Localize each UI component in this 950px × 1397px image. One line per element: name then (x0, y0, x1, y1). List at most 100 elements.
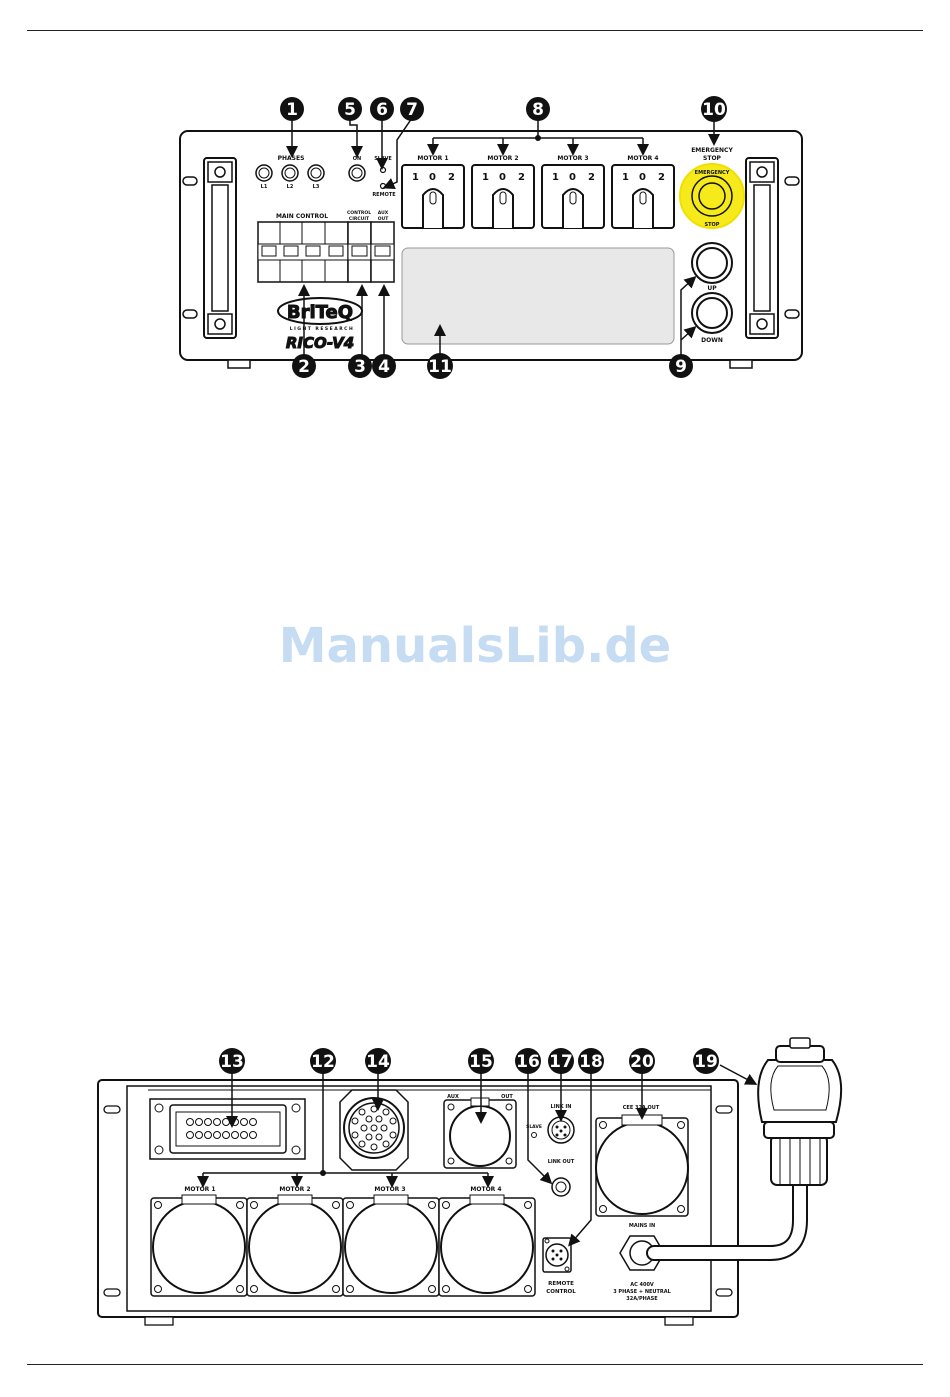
callout-11: 11 (427, 353, 453, 379)
multipin-connector[interactable] (149, 1098, 306, 1160)
ac-label-3: 32A/PHASE (626, 1296, 658, 1302)
model-name: RICO-V4 (286, 334, 354, 352)
control-circuit-label-1: CONTROL (347, 210, 371, 216)
remote-control-connector[interactable] (542, 1237, 572, 1273)
on-label: ON (353, 156, 361, 162)
out-label: OUT (501, 1094, 513, 1100)
estop-ring-top: EMERGENCY (695, 170, 730, 176)
remote-label-2: CONTROL (546, 1289, 576, 1295)
remote-led (379, 182, 387, 190)
rear-motor-3-label: MOTOR 3 (374, 1186, 405, 1193)
callout-7: 7 (400, 97, 424, 121)
rear-motor-4-label: MOTOR 4 (470, 1186, 501, 1193)
callout-10: 10 (701, 96, 727, 122)
callout-12-text: 12 (311, 1052, 335, 1072)
cee-mains-plug (757, 1037, 843, 1186)
estop-ring-bottom: STOP (705, 222, 720, 228)
rear-leader-lines (197, 1064, 758, 1247)
callout-7-text: 7 (406, 100, 418, 120)
motor-2-selector-switch[interactable] (471, 164, 535, 229)
main-control-label: MAIN CONTROL (276, 213, 328, 220)
phase-l1-label: L1 (261, 184, 268, 190)
motor-1-label: MOTOR 1 (417, 155, 448, 162)
m2-pos-1: 1 (482, 172, 489, 183)
callout-6: 6 (370, 97, 394, 121)
callout-19: 19 (693, 1048, 719, 1074)
m4-pos-0: 0 (639, 172, 646, 183)
callout-10-text: 10 (702, 100, 726, 120)
brand-name: BriTeQ (287, 302, 353, 323)
m1-pos-1: 1 (412, 172, 419, 183)
motor-2-label: MOTOR 2 (487, 155, 518, 162)
callout-16: 16 (515, 1048, 541, 1074)
callout-1: 1 (280, 97, 304, 121)
callout-18: 18 (578, 1048, 604, 1074)
phase-indicator-l1 (255, 164, 273, 182)
callout-4-text: 4 (378, 357, 390, 377)
emergency-stop-button[interactable]: EMERGENCY STOP (679, 163, 745, 229)
motor-3-output-socket[interactable] (342, 1194, 440, 1297)
callout-13-text: 13 (220, 1052, 244, 1072)
motor-3-selector-switch[interactable] (541, 164, 605, 229)
m1-pos-0: 0 (429, 172, 436, 183)
callout-3: 3 (348, 354, 372, 378)
emergency-label-2: STOP (703, 155, 722, 162)
link-out-connector[interactable] (551, 1177, 571, 1197)
remote-label: REMOTE (372, 192, 396, 198)
m3-pos-1: 1 (552, 172, 559, 183)
label-area (401, 247, 675, 345)
ac-label-2: 3 PHASE + NEUTRAL (613, 1289, 671, 1295)
callout-5: 5 (338, 97, 362, 121)
callout-9: 9 (669, 354, 693, 378)
callout-15-text: 15 (469, 1052, 493, 1072)
mains-in-label: MAINS IN (629, 1223, 655, 1229)
up-button[interactable] (691, 242, 733, 284)
motor-4-output-socket[interactable] (438, 1194, 536, 1297)
top-rule (27, 30, 923, 31)
callout-4: 4 (372, 354, 396, 378)
left-handle[interactable] (203, 157, 237, 339)
motor-4-selector-switch[interactable] (611, 164, 675, 229)
phase-l3-label: L3 (313, 184, 320, 190)
m3-pos-0: 0 (569, 172, 576, 183)
main-control-breaker[interactable] (257, 221, 349, 283)
rear-panel: AUX OUT LINK IN SLAVE LINK OUT (97, 1037, 843, 1326)
on-indicator (348, 164, 366, 182)
aux-out-label-2: OUT (378, 216, 389, 222)
brand-subtitle: LIGHT RESEARCH (290, 326, 355, 332)
link-in-connector[interactable] (547, 1116, 575, 1144)
phase-indicator-l3 (307, 164, 325, 182)
aux-label: AUX (447, 1094, 459, 1100)
motor-2-output-socket[interactable] (246, 1194, 344, 1297)
aux-out-socket[interactable] (443, 1097, 517, 1169)
callout-17-text: 17 (549, 1052, 573, 1072)
callout-13: 13 (219, 1048, 245, 1074)
control-circuit-breaker[interactable] (347, 221, 372, 283)
motor-1-selector-switch[interactable] (401, 164, 465, 229)
control-circuit-label-2: CIRCUIT (349, 216, 370, 222)
phases-label: PHASES (278, 155, 305, 162)
callout-2: 2 (292, 354, 316, 378)
rear-slave-label: SLAVE (526, 1124, 542, 1130)
m1-pos-2: 2 (448, 172, 455, 183)
motor-1-output-socket[interactable] (150, 1194, 248, 1297)
mains-in-gland (619, 1235, 665, 1271)
cee-32a-out-socket[interactable] (595, 1114, 689, 1217)
socapex-connector[interactable] (339, 1089, 409, 1171)
callout-9-text: 9 (675, 357, 687, 377)
m3-pos-2: 2 (588, 172, 595, 183)
link-out-label: LINK OUT (548, 1159, 575, 1165)
phase-indicator-l2 (281, 164, 299, 182)
phase-l2-label: L2 (287, 184, 294, 190)
up-label: UP (707, 285, 717, 292)
slave-label: SLAVE (374, 156, 392, 162)
aux-out-breaker[interactable] (370, 221, 395, 283)
callout-16-text: 16 (516, 1052, 540, 1072)
down-button[interactable] (691, 292, 733, 334)
callout-3-text: 3 (354, 357, 366, 377)
callout-20-text: 20 (630, 1052, 654, 1072)
callout-18-text: 18 (579, 1052, 603, 1072)
callout-1-text: 1 (286, 100, 298, 120)
right-handle[interactable] (745, 157, 779, 339)
